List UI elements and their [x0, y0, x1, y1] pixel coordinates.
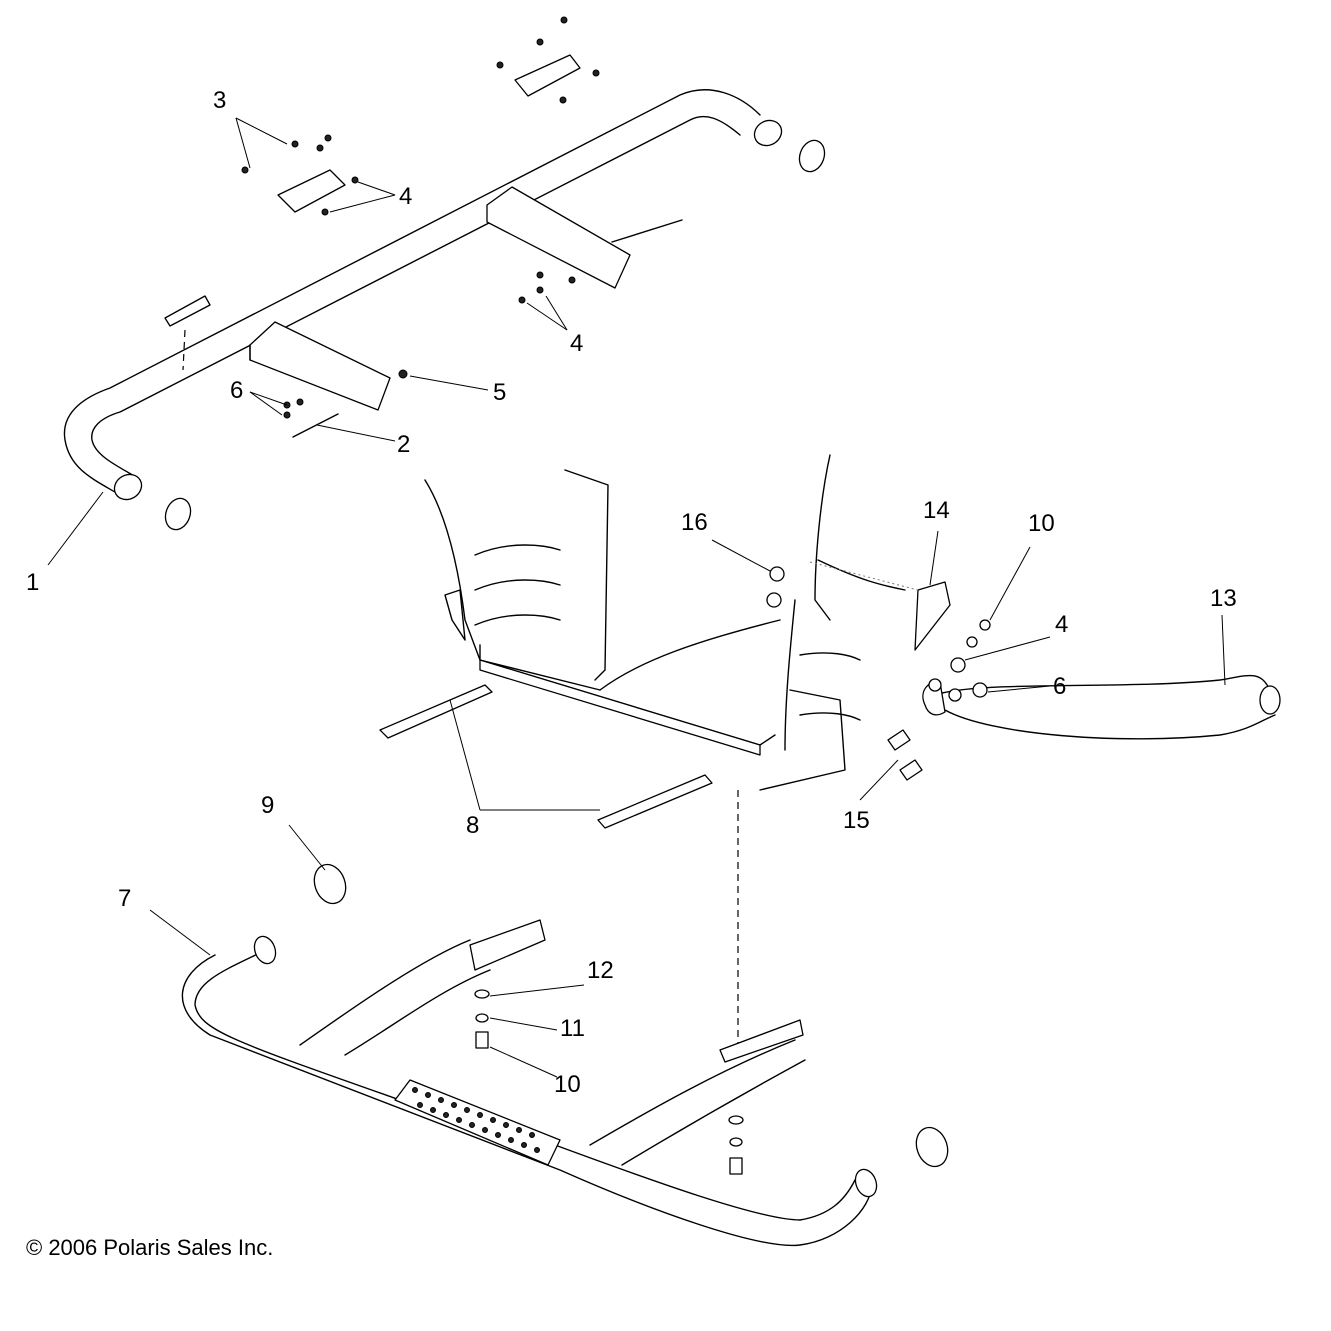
- bar-bracket-left: [249, 321, 391, 411]
- callout-8: 8: [466, 812, 479, 839]
- callout-6-left: 6: [230, 377, 243, 404]
- callout-labels: 1 2 3 4 4 4 5 6 6 7 8 9 10 10 11 12 13 1…: [26, 87, 1237, 1098]
- bar-bracket-right: [486, 186, 631, 289]
- body-frame: [424, 454, 906, 791]
- copyright-notice: © 2006 Polaris Sales Inc.: [26, 1235, 274, 1260]
- step-perforations: [412, 1087, 540, 1153]
- callout-4-top: 4: [399, 183, 412, 210]
- front-bumper-bar: [63, 89, 826, 531]
- leader-lines: [47, 117, 1226, 1078]
- callout-10-top: 10: [1028, 510, 1055, 537]
- callout-5: 5: [493, 379, 506, 406]
- callout-15: 15: [843, 807, 870, 834]
- callout-10-bottom: 10: [554, 1071, 581, 1098]
- callout-7: 7: [118, 885, 131, 912]
- callout-12: 12: [587, 957, 614, 984]
- callout-14: 14: [923, 497, 950, 524]
- hardware-bottom: [474, 989, 744, 1175]
- callout-3: 3: [213, 87, 226, 114]
- callout-6-right: 6: [1053, 673, 1066, 700]
- skid-plates: [379, 684, 713, 829]
- callout-1: 1: [26, 569, 39, 596]
- callout-2: 2: [397, 431, 410, 458]
- bracket-14: [809, 561, 951, 651]
- top-plate-left: [277, 54, 581, 213]
- callout-16: 16: [681, 509, 708, 536]
- callout-4-middle: 4: [570, 330, 583, 357]
- callout-13: 13: [1210, 585, 1237, 612]
- hardware-side: [766, 566, 991, 781]
- callout-9: 9: [261, 792, 274, 819]
- decal: [164, 295, 211, 371]
- callout-11: 11: [560, 1015, 585, 1042]
- hardware-top: [241, 16, 683, 438]
- callout-4-side: 4: [1055, 611, 1068, 638]
- lower-bumper: [181, 863, 949, 1247]
